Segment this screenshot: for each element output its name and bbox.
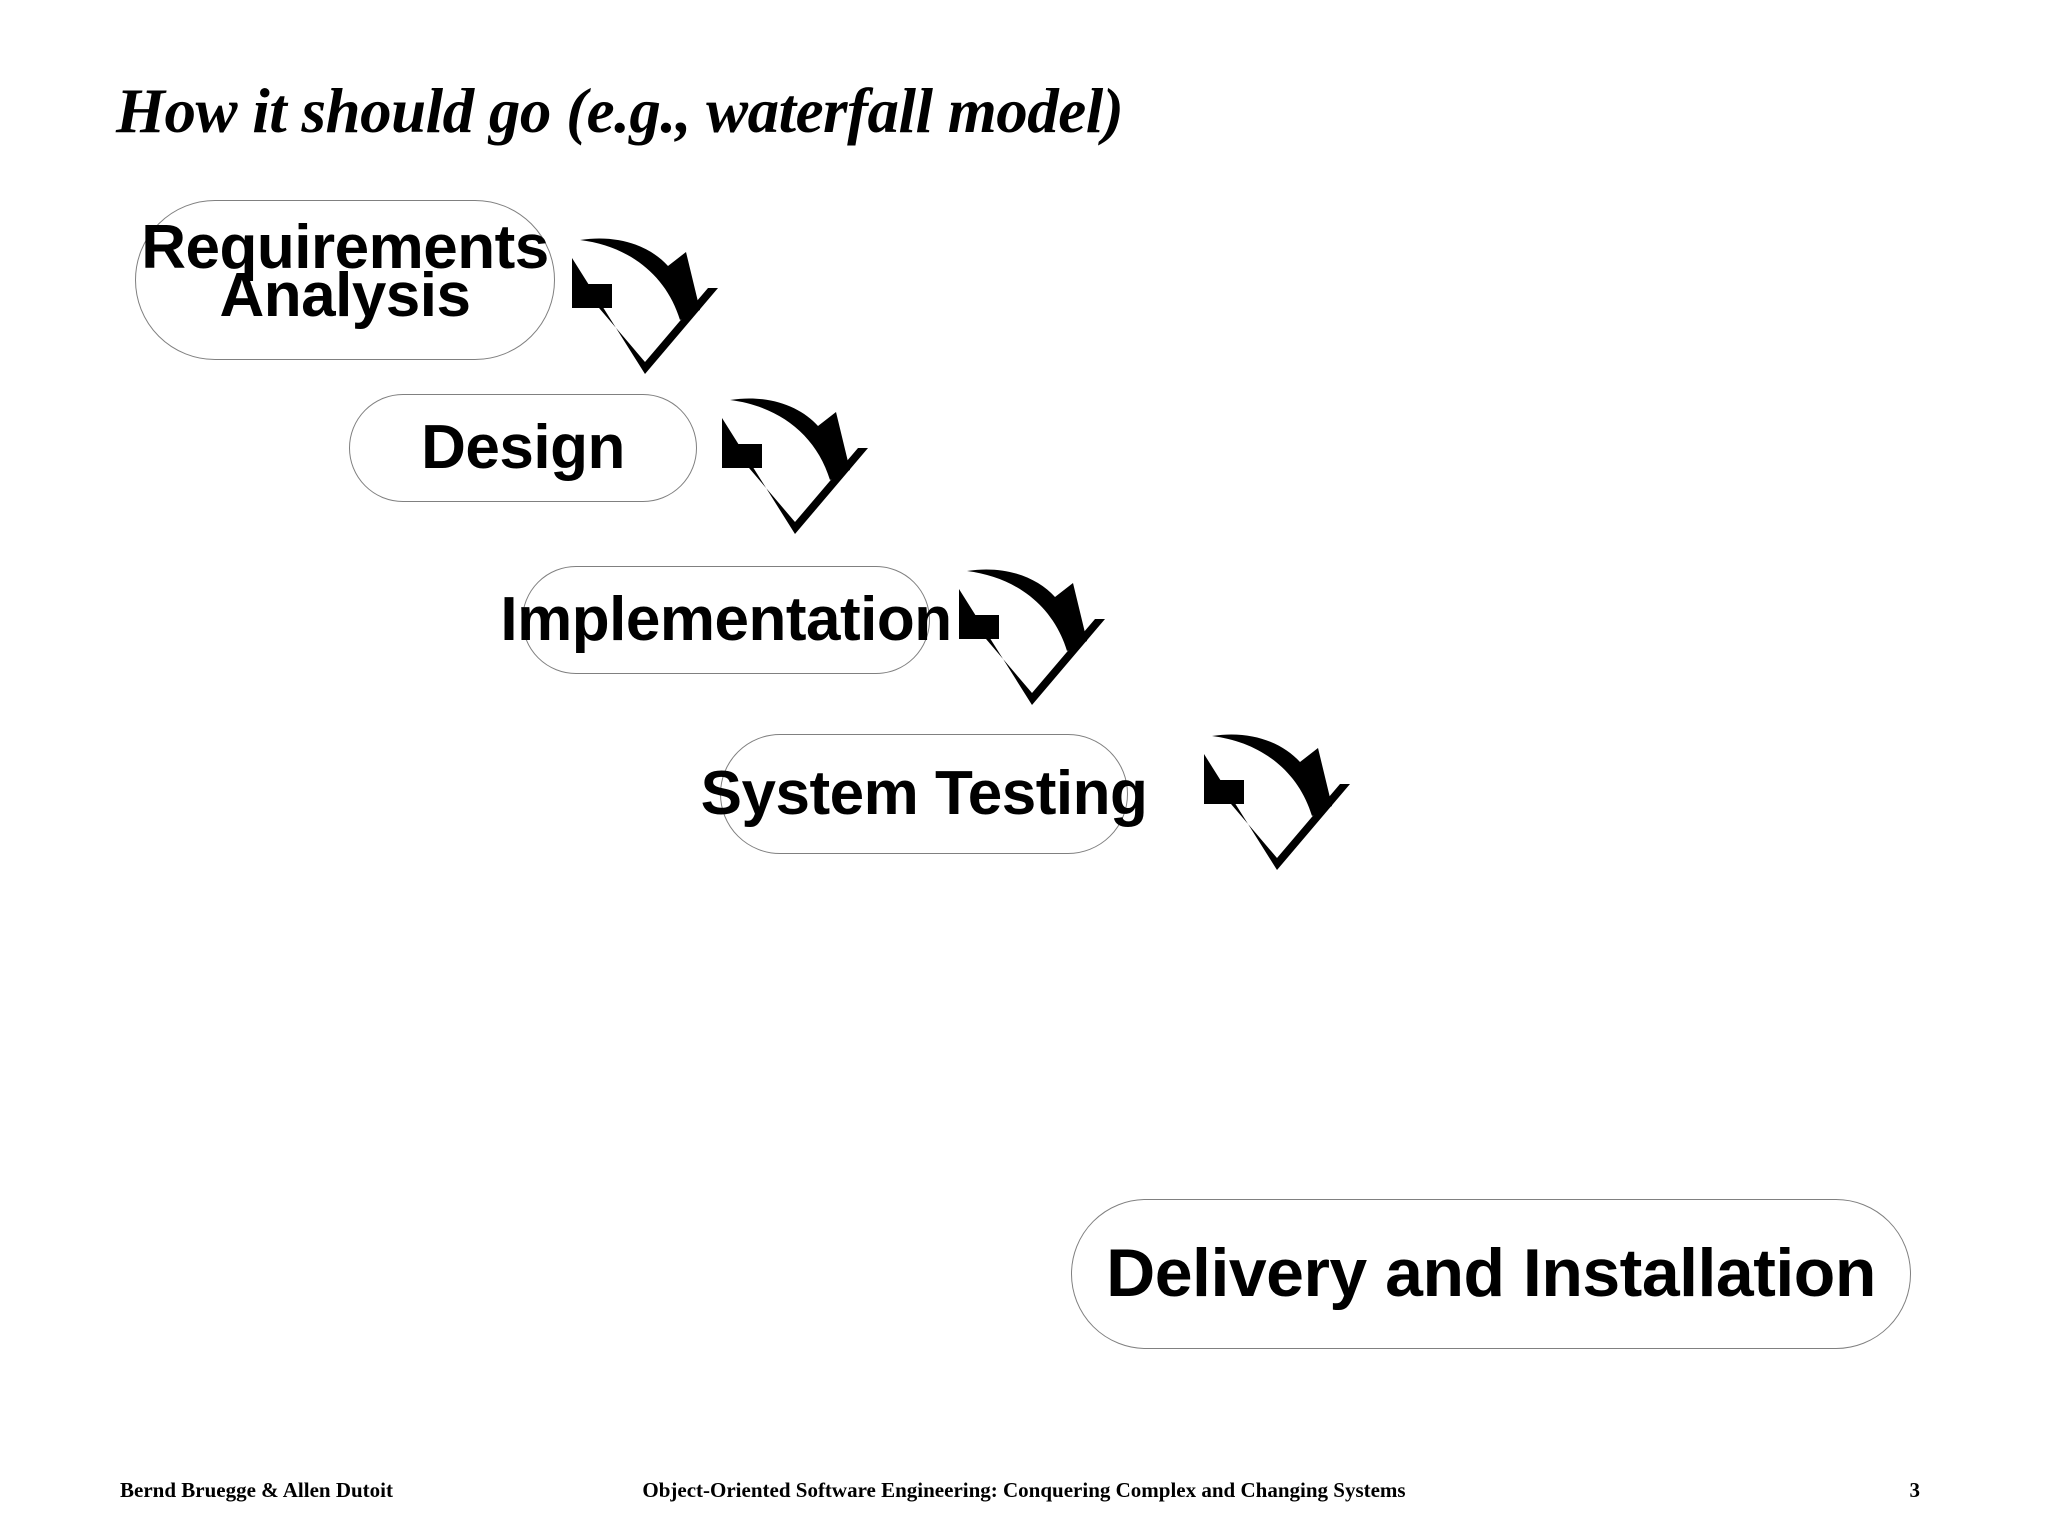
stage-pill-design[interactable]: Design	[349, 394, 697, 502]
stage-label: Delivery and Installation	[1106, 1235, 1876, 1312]
stage-pill-implementation[interactable]: Implementation	[500, 566, 952, 674]
footer-booktitle: Object-Oriented Software Engineering: Co…	[642, 1478, 1406, 1502]
slide-footer: Bernd Bruegge & Allen Dutoit Object-Orie…	[0, 1478, 2048, 1518]
stage-label: Design	[421, 412, 625, 482]
flow-arrow-down-icon	[572, 238, 718, 374]
footer-page-number: 3	[1909, 1478, 1921, 1502]
stage-pill-system-testing[interactable]: System Testing	[701, 734, 1148, 854]
stage-pill-delivery-and-installation[interactable]: Delivery and Installation	[1071, 1199, 1911, 1349]
page-title: How it should go (e.g., waterfall model)	[116, 76, 1124, 146]
flow-arrow-down-icon	[1204, 734, 1350, 870]
flow-arrow-down-icon	[959, 569, 1105, 705]
stage-pill-requirements-analysis[interactable]: Requirements Analysis	[135, 200, 555, 360]
stage-label: Requirements Analysis	[141, 212, 549, 330]
stage-label: System Testing	[700, 758, 1148, 828]
stage-label: Implementation	[500, 584, 952, 654]
flow-arrow-down-icon	[722, 398, 868, 534]
footer-authors: Bernd Bruegge & Allen Dutoit	[120, 1478, 393, 1502]
